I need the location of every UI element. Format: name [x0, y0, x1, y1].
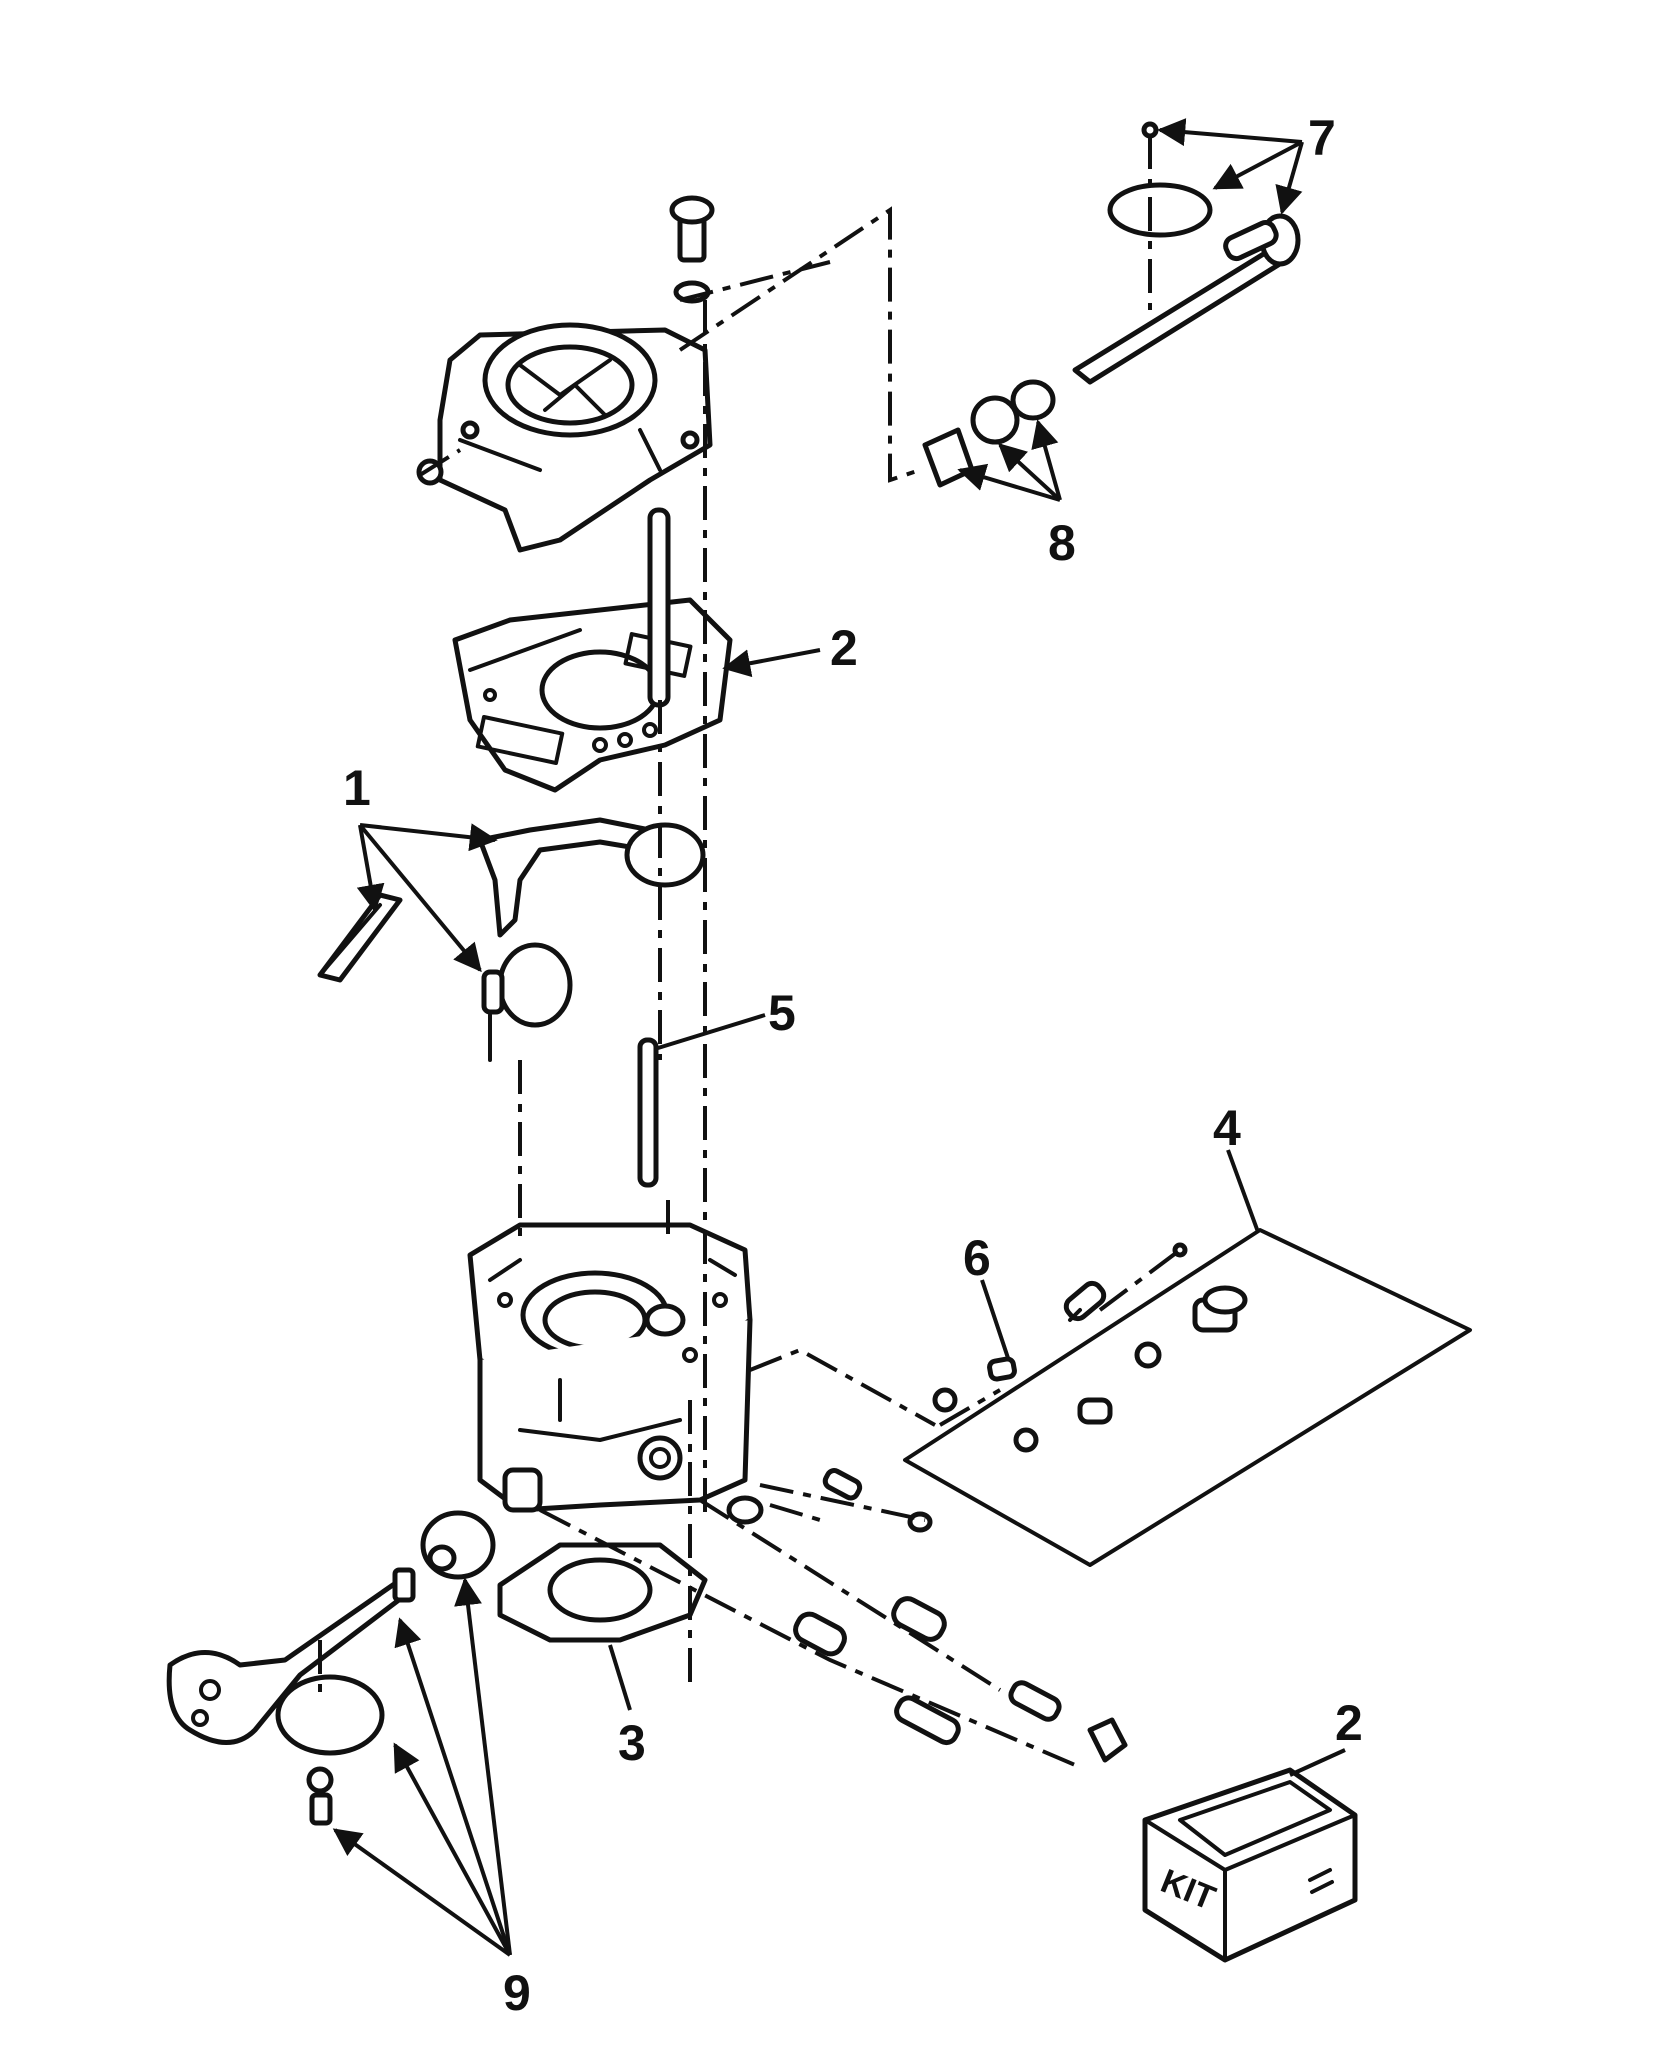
callout-2-kit: 2	[1335, 1695, 1363, 1751]
air-horn-casting	[416, 322, 713, 553]
callout-8: 8	[1048, 515, 1076, 571]
callout-6: 6	[963, 1230, 991, 1286]
pump-rod	[637, 1037, 659, 1188]
callout-4: 4	[1213, 1100, 1241, 1156]
choke-parts-group	[922, 379, 1056, 488]
callout-numbers: 1 2 3 4 5 6 7 8 9 2	[343, 110, 1363, 2021]
base-gasket	[497, 1542, 708, 1643]
mixture-screw-group	[726, 1468, 1128, 1763]
air-horn-screw	[669, 195, 715, 304]
callout-leaders	[332, 118, 1346, 1957]
repair-kit-box: KIT	[1142, 1767, 1358, 1963]
callout-7: 7	[1308, 110, 1336, 166]
assembly-centerlines	[318, 135, 1182, 1767]
float-assembly	[317, 817, 706, 1062]
callout-1: 1	[343, 760, 371, 816]
carburetor-body	[467, 1222, 753, 1513]
callout-9: 9	[503, 1965, 531, 2021]
choke-shaft-group	[1072, 121, 1301, 385]
throttle-shaft-group	[166, 1510, 496, 1826]
air-horn-gasket	[452, 597, 733, 793]
callout-2-gasket: 2	[830, 620, 858, 676]
pump-kit-panel	[903, 1228, 1472, 1567]
callout-3: 3	[618, 1715, 646, 1771]
callout-5: 5	[768, 985, 796, 1041]
